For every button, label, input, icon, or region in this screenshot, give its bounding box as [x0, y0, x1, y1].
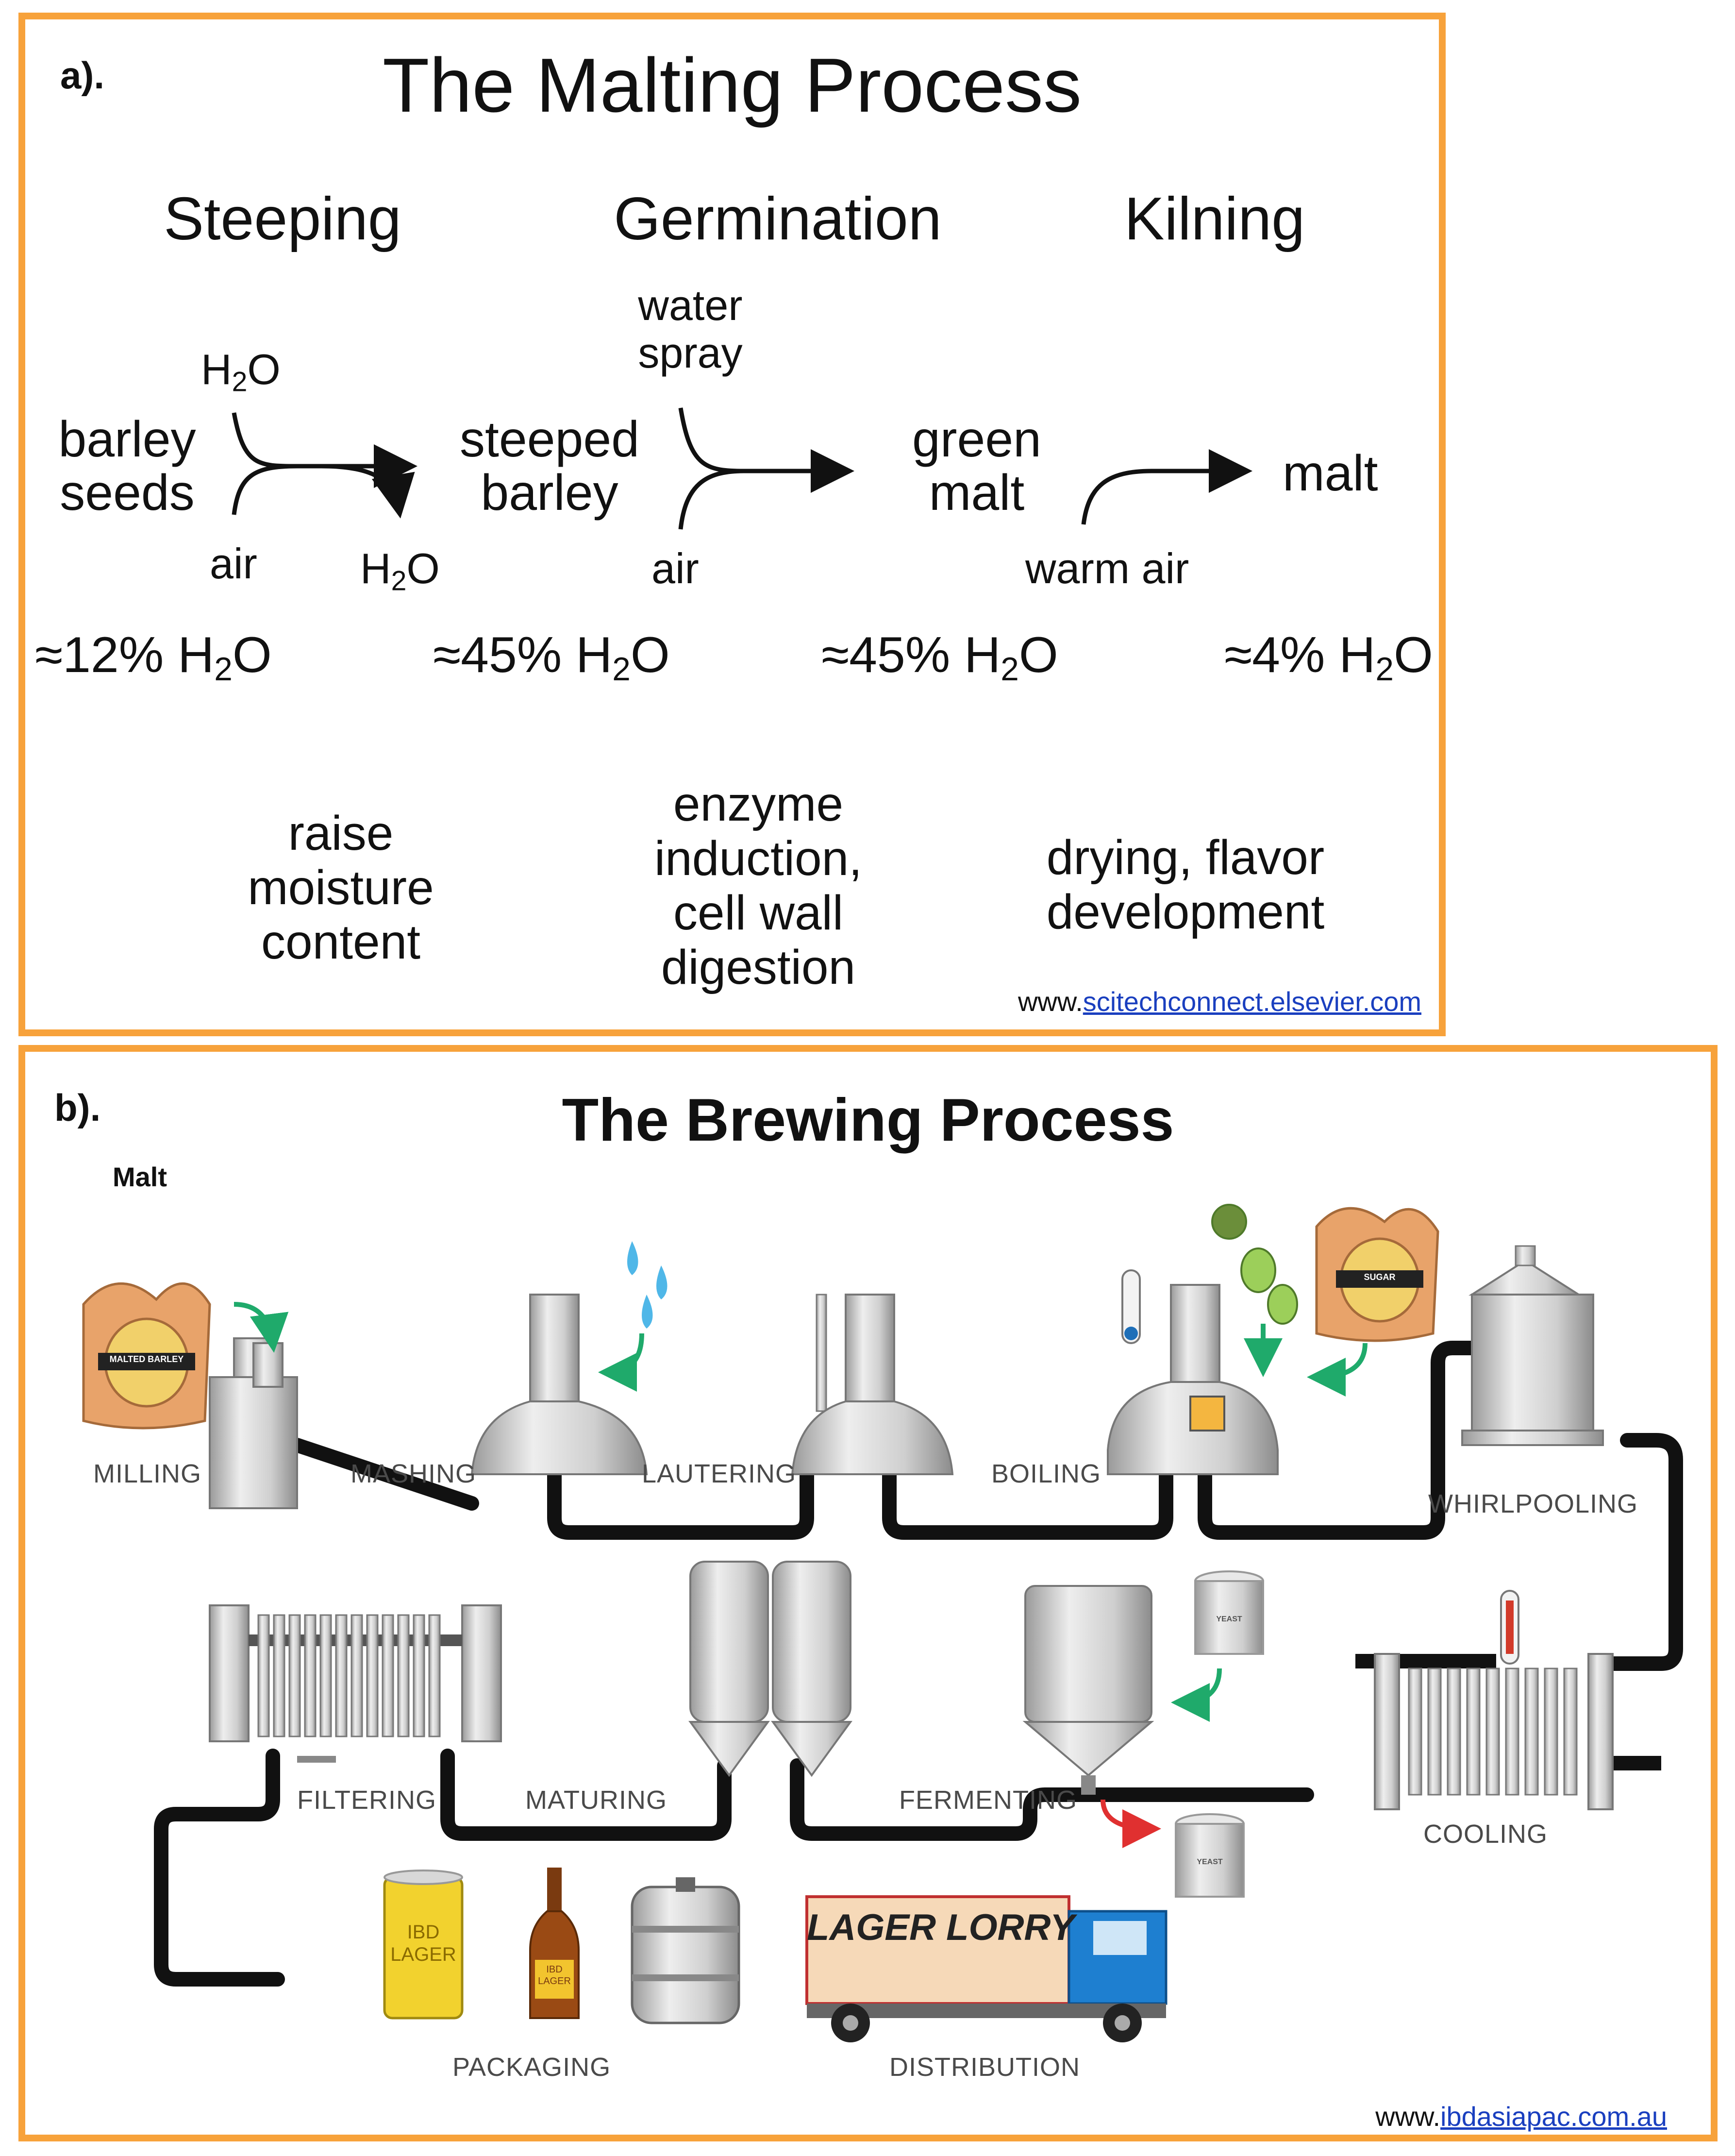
water-drops	[627, 1241, 667, 1329]
kilning-warm-air: warm air	[1025, 544, 1189, 592]
malting-title: The Malting Process	[382, 43, 1082, 128]
step-fermenting: FERMENTING	[899, 1785, 1077, 1815]
item-malt: malt	[1283, 445, 1378, 502]
step-whirlpooling: WHIRLPOOLING	[1428, 1489, 1638, 1518]
yeast-jar-in	[1194, 1570, 1264, 1655]
can-label: IBD LAGER	[390, 1921, 456, 1965]
maturing-tanks	[688, 1561, 852, 1777]
item-steeped-barley: steeped barley	[459, 411, 640, 521]
boiling-vessel	[1107, 1269, 1279, 1475]
fermenting-tank	[1022, 1585, 1154, 1795]
beer-can	[383, 1870, 464, 2020]
brewing-title: The Brewing Process	[562, 1087, 1174, 1154]
step-boiling: BOILING	[991, 1459, 1101, 1488]
step-packaging: PACKAGING	[452, 2053, 611, 2082]
step-lautering: LAUTERING	[642, 1459, 797, 1488]
step-filtering: FILTERING	[297, 1785, 437, 1815]
mashing-vessel	[470, 1294, 648, 1475]
yeast-label-out: YEAST	[1197, 1858, 1223, 1866]
cooling-exchanger	[1355, 1590, 1661, 1810]
yeast-jar-out	[1175, 1813, 1245, 1898]
bottle-label: IBD LAGER	[538, 1964, 571, 1987]
whirlpool-tank	[1461, 1245, 1604, 1446]
item-barley-seeds: barley seeds	[58, 411, 196, 521]
pipes	[154, 1341, 1683, 1987]
brewing-credit-link[interactable]: ibdasiapac.com.au	[1440, 2101, 1667, 2132]
purpose-germination: enzyme induction, cell wall digestion	[654, 777, 863, 994]
malting-panel: a). The Malting Process Steeping Germina…	[18, 13, 1446, 1036]
filter-press	[209, 1604, 502, 1763]
steeping-water-out: H2O	[360, 544, 440, 597]
stage-steeping: Steeping	[164, 185, 401, 253]
milling-machine	[209, 1337, 298, 1509]
moisture-steeped: ≈45% H2O	[433, 627, 670, 688]
malt-sack-label: MALTED BARLEY	[109, 1354, 184, 1364]
malt-sack	[82, 1282, 211, 1430]
brewing-credit: www.ibdasiapac.com.au	[1375, 2101, 1667, 2132]
germination-water-spray: water spray	[638, 281, 743, 377]
step-milling: MILLING	[93, 1459, 202, 1488]
yeast-label-in: YEAST	[1216, 1615, 1242, 1623]
step-mashing: MASHING	[350, 1459, 477, 1488]
germination-air: air	[651, 544, 699, 592]
step-cooling: COOLING	[1423, 1819, 1548, 1849]
moisture-barley: ≈12% H2O	[35, 627, 272, 688]
purpose-steeping: raise moisture content	[248, 806, 434, 969]
sugar-sack-label: SUGAR	[1364, 1272, 1396, 1282]
truck-label: LAGER LORRY	[807, 1907, 1075, 1948]
moisture-green-malt: ≈45% H2O	[821, 627, 1058, 688]
malting-credit-link[interactable]: scitechconnect.elsevier.com	[1083, 986, 1421, 1017]
brewing-panel: b). The Brewing Process	[18, 1045, 1718, 2141]
moisture-malt: ≈4% H2O	[1224, 627, 1433, 688]
hops	[1211, 1204, 1298, 1325]
panel-label-b: b).	[54, 1086, 101, 1129]
panel-label-a: a).	[60, 54, 105, 97]
lautering-vessel	[791, 1294, 954, 1475]
purpose-kilning: drying, flavor development	[1046, 830, 1325, 939]
stage-kilning: Kilning	[1124, 185, 1305, 253]
step-distribution: DISTRIBUTION	[889, 2053, 1081, 2082]
steeping-water-in: H2O	[201, 345, 281, 398]
step-maturing: MATURING	[525, 1785, 667, 1815]
item-green-malt: green malt	[912, 411, 1041, 521]
sugar-sack	[1315, 1207, 1439, 1342]
lager-lorry	[805, 1895, 1168, 2042]
malt-label: Malt	[113, 1162, 167, 1192]
brewing-diagram	[82, 1204, 1683, 2042]
stage-germination: Germination	[614, 185, 942, 253]
malting-arrows	[232, 407, 1252, 530]
beer-bottle	[529, 1868, 580, 2019]
beer-keg	[631, 1877, 740, 2024]
steeping-air: air	[210, 539, 257, 588]
malting-credit: www.scitechconnect.elsevier.com	[1018, 986, 1421, 1017]
